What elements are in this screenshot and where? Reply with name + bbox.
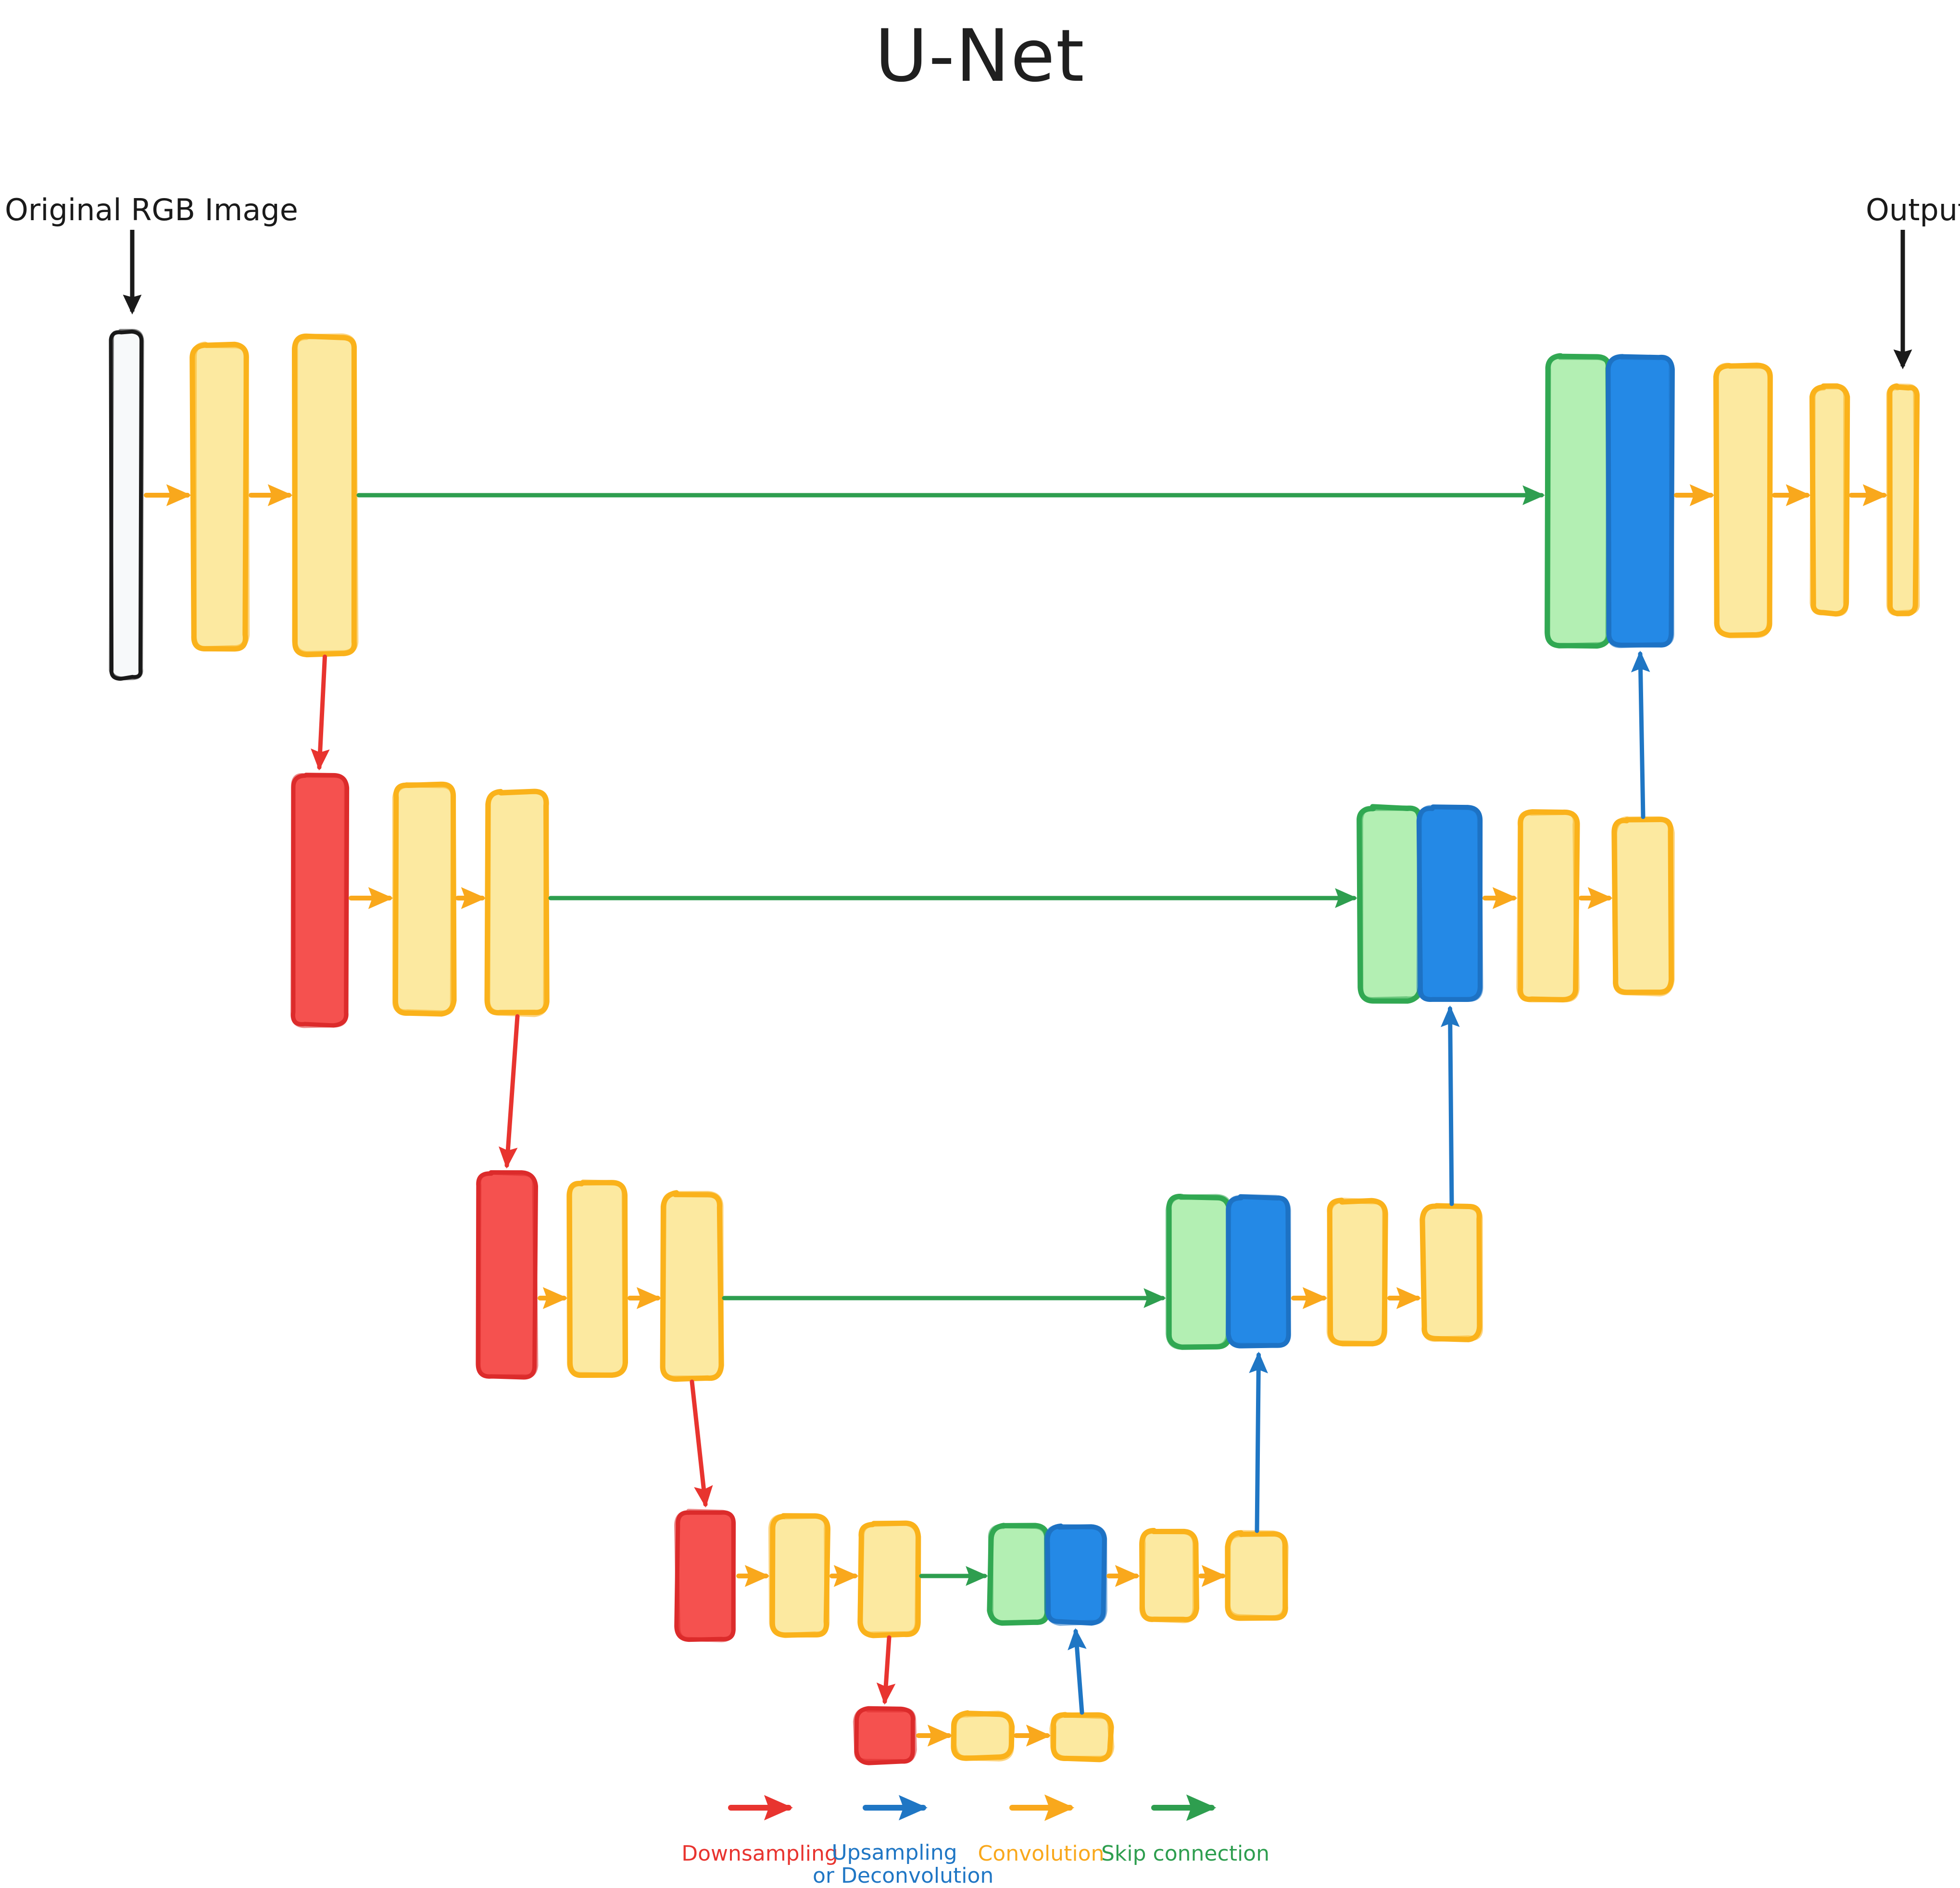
enc4-conv-b[interactable] [857,1520,921,1638]
bottleneck-downsample[interactable] [853,1706,917,1765]
legend-label-downsampling: Downsampling [681,1841,838,1866]
input-label: Original RGB Image [5,192,298,227]
arrow-layer [144,484,1888,1747]
dec1-output-conv[interactable] [1886,383,1920,616]
annotation-layer [123,230,1912,370]
enc4-downsample[interactable] [674,1509,736,1642]
dec2-conv-a[interactable] [1516,809,1580,1003]
enc1-conv-b[interactable] [291,333,359,658]
dec4-conv-a[interactable] [1139,1527,1199,1624]
dec4-upsampled[interactable] [1043,1523,1107,1626]
enc2-conv-a[interactable] [392,781,457,1017]
upsampling-arrow-l4-to-l3 [1249,1351,1268,1533]
output-label: Output [1866,192,1960,227]
block-layer [109,329,1920,1765]
legend-label-skip-connection: Skip connection [1101,1841,1269,1866]
dec1-upsampled[interactable] [1606,354,1675,649]
bottleneck-conv-a[interactable] [951,1710,1015,1762]
downsampling-arrow-l4-to-l5 [876,1635,896,1705]
enc2-conv-b[interactable] [484,788,550,1017]
dec3-conv-a[interactable] [1326,1197,1388,1347]
upsampling-arrow-l2-to-l1 [1631,650,1650,819]
enc3-conv-b[interactable] [660,1190,724,1382]
upsampling-arrow-l5-to-l4 [1068,1628,1087,1715]
dec1-skip-concat[interactable] [1545,353,1613,649]
dec1-conv-b[interactable] [1809,383,1850,617]
enc4-conv-a[interactable] [768,1513,830,1638]
dec3-skip-concat[interactable] [1165,1193,1232,1350]
enc2-downsample[interactable] [290,773,350,1028]
enc1-conv-a[interactable] [189,341,250,652]
enc3-downsample[interactable] [476,1170,539,1380]
downsampling-arrow-l1-to-l2 [311,654,330,771]
dec4-skip-concat[interactable] [987,1523,1050,1626]
downsampling-arrow-l2-to-l3 [498,1014,520,1169]
downsampling-arrow-l3-to-l4 [690,1379,713,1508]
dec3-conv-b[interactable] [1420,1203,1483,1342]
dec2-upsampled[interactable] [1416,804,1483,1002]
legend-label-convolution: Convolution [978,1841,1105,1866]
dec4-conv-b[interactable] [1225,1530,1289,1621]
bottleneck-conv-b[interactable] [1049,1712,1115,1763]
dec3-upsampled[interactable] [1225,1194,1291,1349]
dec1-conv-a[interactable] [1713,363,1773,638]
dec2-skip-concat[interactable] [1357,804,1423,1004]
upsampling-arrow-l3-to-l2 [1441,1005,1460,1206]
dec2-conv-b[interactable] [1611,816,1675,997]
page-title: U-Net [875,14,1085,98]
input-image-block[interactable] [109,329,144,681]
enc3-conv-a[interactable] [566,1179,628,1378]
